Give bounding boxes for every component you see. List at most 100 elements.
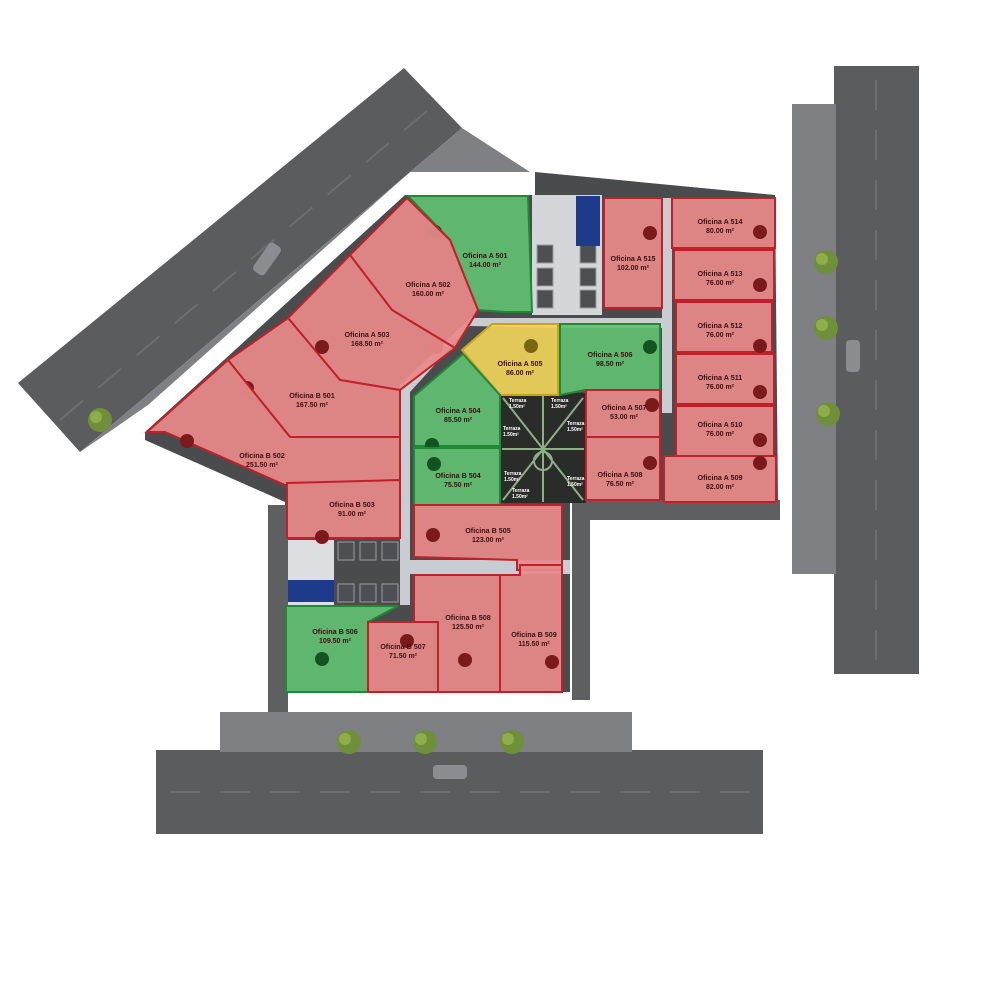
tree-icon: [337, 730, 361, 754]
unit-marker-icon[interactable]: [400, 634, 414, 648]
unit-marker-icon[interactable]: [753, 339, 767, 353]
tree-icon: [814, 250, 838, 274]
unit-outline[interactable]: [413, 504, 563, 571]
unit-marker-icon[interactable]: [427, 457, 441, 471]
elevator-icon: [381, 541, 399, 561]
unit-outline[interactable]: [286, 478, 401, 539]
unit-marker-icon[interactable]: [458, 653, 472, 667]
unit-name: Oficina A 504: [435, 406, 480, 415]
diagonal-street: [18, 68, 462, 452]
unit-name: Oficina A 515: [610, 254, 655, 263]
unit-marker-icon[interactable]: [753, 433, 767, 447]
elevator-icon: [536, 244, 554, 264]
unit-name: Oficina B 507: [380, 642, 426, 651]
terrace-name: Terraza: [567, 421, 585, 427]
unit-name: Oficina B 504: [435, 471, 481, 480]
unit-outline[interactable]: [603, 197, 663, 309]
terrace-area: 1.50m²: [551, 404, 567, 410]
unit-oficina-a-515[interactable]: Oficina A 515 102.00 m²: [603, 197, 663, 309]
elevator-icon: [359, 541, 377, 561]
elevator-icon: [536, 289, 554, 309]
tree-icon: [814, 316, 838, 340]
unit-name: Oficina B 505: [465, 526, 511, 535]
diagonal-sidewalk: [80, 128, 530, 452]
terrace-area: 1.50m²: [503, 432, 519, 438]
unit-area: 125.50 m²: [452, 624, 485, 631]
unit-area: 53.00 m²: [610, 414, 639, 421]
unit-name: Oficina A 511: [698, 373, 743, 382]
restroom-icon: [288, 580, 334, 602]
restroom-icon: [576, 196, 600, 246]
unit-outline[interactable]: [675, 301, 773, 353]
terrace-area: 1.50m²: [504, 477, 520, 483]
unit-name: Oficina A 507: [601, 403, 646, 412]
unit-marker-icon[interactable]: [315, 652, 329, 666]
unit-oficina-a-507[interactable]: Oficina A 507 53.00 m²: [585, 389, 661, 438]
unit-name: Oficina B 503: [329, 500, 375, 509]
unit-outline[interactable]: [675, 353, 775, 405]
unit-outline[interactable]: [673, 249, 775, 301]
unit-marker-icon[interactable]: [643, 340, 657, 354]
unit-marker-icon[interactable]: [645, 398, 659, 412]
tree-icon: [816, 402, 840, 426]
unit-area: 167.50 m²: [296, 402, 329, 409]
unit-marker-icon[interactable]: [753, 385, 767, 399]
car-icon: [253, 242, 281, 276]
unit-marker-icon[interactable]: [315, 530, 329, 544]
unit-area: 76.00 m²: [706, 431, 735, 438]
terrace-name: Terraza: [504, 471, 522, 477]
car-icon: [846, 340, 860, 372]
terrace-area: 1.50m²: [512, 494, 528, 500]
unit-marker-icon[interactable]: [753, 225, 767, 239]
cars: [253, 242, 860, 779]
unit-outline[interactable]: [499, 564, 563, 693]
unit-outline[interactable]: [671, 197, 776, 249]
unit-marker-icon[interactable]: [524, 339, 538, 353]
unit-area: 76.00 m²: [706, 332, 735, 339]
unit-marker-icon[interactable]: [180, 434, 194, 448]
unit-marker-icon[interactable]: [753, 456, 767, 470]
unit-marker-icon[interactable]: [753, 278, 767, 292]
unit-area: 82.00 m²: [706, 484, 735, 491]
elevator-icon: [381, 583, 399, 603]
unit-outline[interactable]: [585, 436, 661, 501]
unit-oficina-a-509[interactable]: Oficina A 509 82.00 m²: [663, 455, 777, 503]
unit-area: 102.00 m²: [617, 265, 650, 272]
unit-marker-icon[interactable]: [643, 456, 657, 470]
unit-outline[interactable]: [559, 323, 661, 397]
unit-name: Oficina A 514: [697, 217, 742, 226]
elevator-icon: [337, 541, 355, 561]
terrace-name: Terraza: [503, 426, 521, 432]
unit-name: Oficina A 508: [597, 470, 642, 479]
unit-name: Oficina B 501: [289, 391, 335, 400]
unit-name: Oficina A 509: [697, 473, 742, 482]
tree-icon: [413, 730, 437, 754]
unit-marker-icon[interactable]: [426, 528, 440, 542]
unit-outline[interactable]: [413, 352, 501, 447]
unit-marker-icon[interactable]: [545, 655, 559, 669]
unit-marker-icon[interactable]: [315, 340, 329, 354]
unit-area: 98.50 m²: [596, 361, 625, 368]
unit-marker-icon[interactable]: [643, 226, 657, 240]
unit-outline[interactable]: [663, 455, 777, 503]
